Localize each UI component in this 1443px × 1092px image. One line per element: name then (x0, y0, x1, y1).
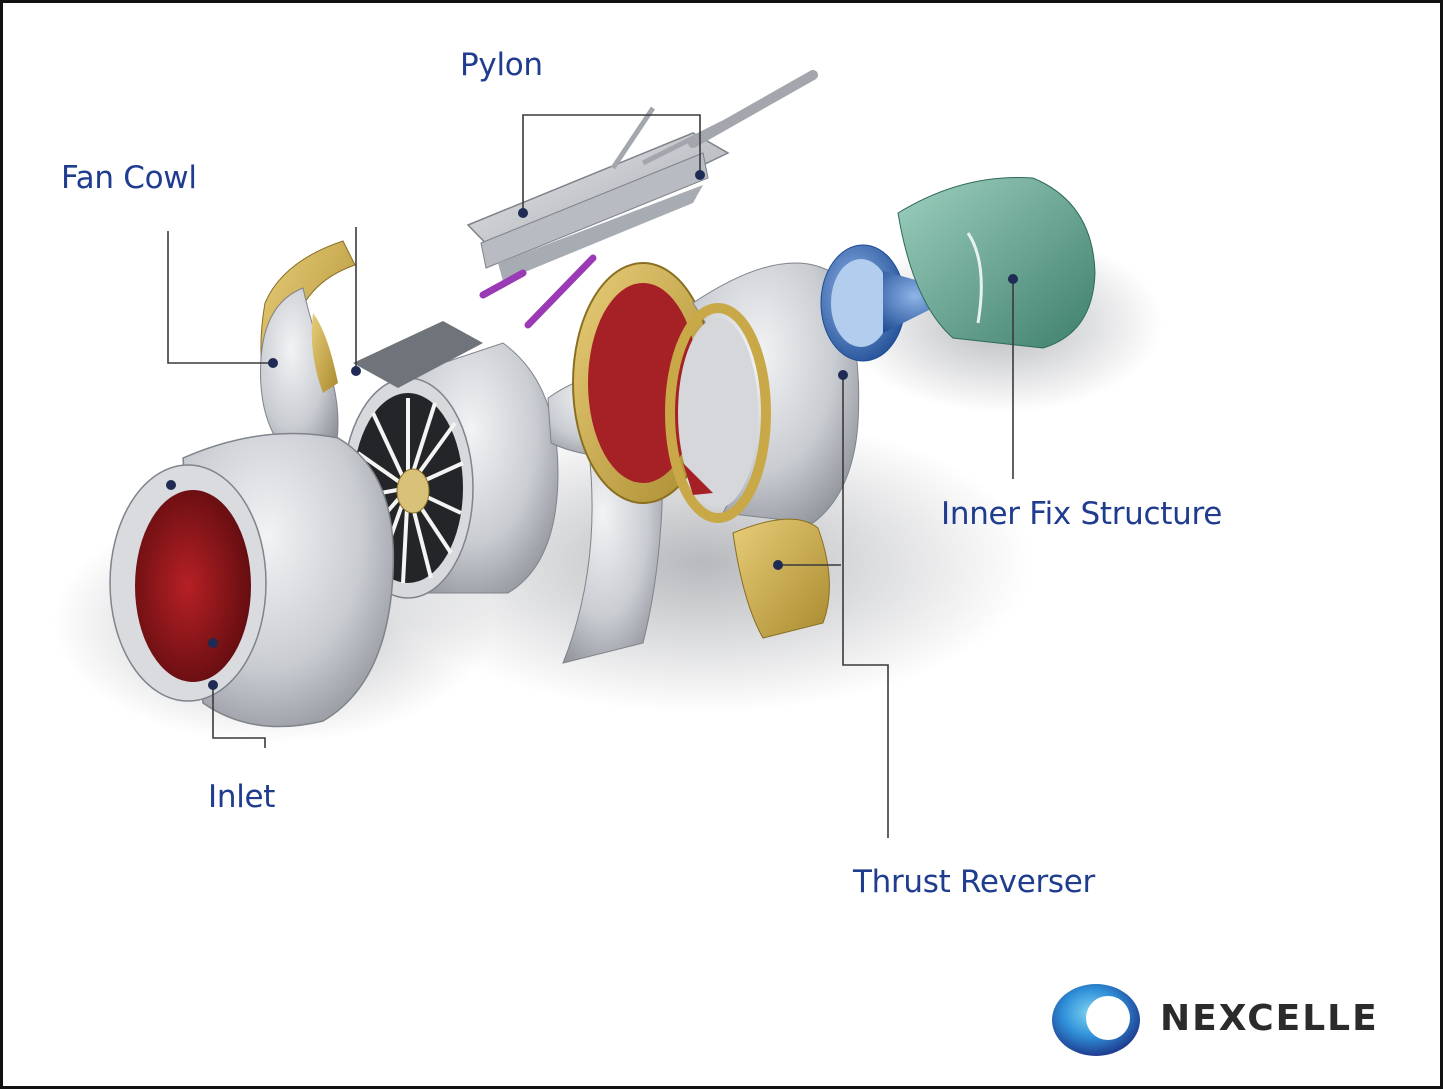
thrust-reverser-part (572, 262, 860, 524)
exhaust-part (820, 244, 963, 362)
inlet-leader-line (212, 685, 266, 748)
fan-cowl-label: Fan Cowl (61, 160, 197, 196)
blocker-door-part (732, 518, 830, 639)
fan-cowl-part (260, 240, 356, 464)
fan-cowl-leader-line (167, 231, 273, 364)
inlet-leader-dot (166, 480, 176, 490)
inner-fix-structure-part (897, 176, 1096, 349)
inlet-leader-dot (208, 638, 218, 648)
pylon-leader-line (522, 114, 701, 213)
thrust-reverser-label: Thrust Reverser (853, 864, 1095, 900)
nexcelle-logo: NEXCELLE (1048, 978, 1418, 1063)
pylon-leader-dot (518, 208, 528, 218)
thrust-reverser-leader-dot (773, 560, 783, 570)
pylon-leader-dot (695, 170, 705, 180)
thrust-reverser-leader-dot (838, 370, 848, 380)
pylon-label: Pylon (460, 47, 543, 83)
fan-cowl-leader-dot (351, 366, 361, 376)
nexcelle-logo-mark (1052, 984, 1140, 1056)
inner-fix-structure-label: Inner Fix Structure (941, 496, 1223, 532)
inlet-label: Inlet (208, 779, 276, 815)
leader-lines (167, 114, 1014, 838)
nexcelle-logo-text: NEXCELLE (1160, 998, 1379, 1039)
thrust-reverser-leader-line (842, 375, 889, 838)
inner-fix-structure-leader-dot (1008, 274, 1018, 284)
inlet-leader-dot (208, 680, 218, 690)
pylon-part (466, 70, 818, 329)
leader-dots (166, 170, 1018, 690)
fan-cowl-leader-dot (268, 358, 278, 368)
engine-exploded-view (53, 70, 1163, 838)
inlet-part (109, 432, 395, 728)
